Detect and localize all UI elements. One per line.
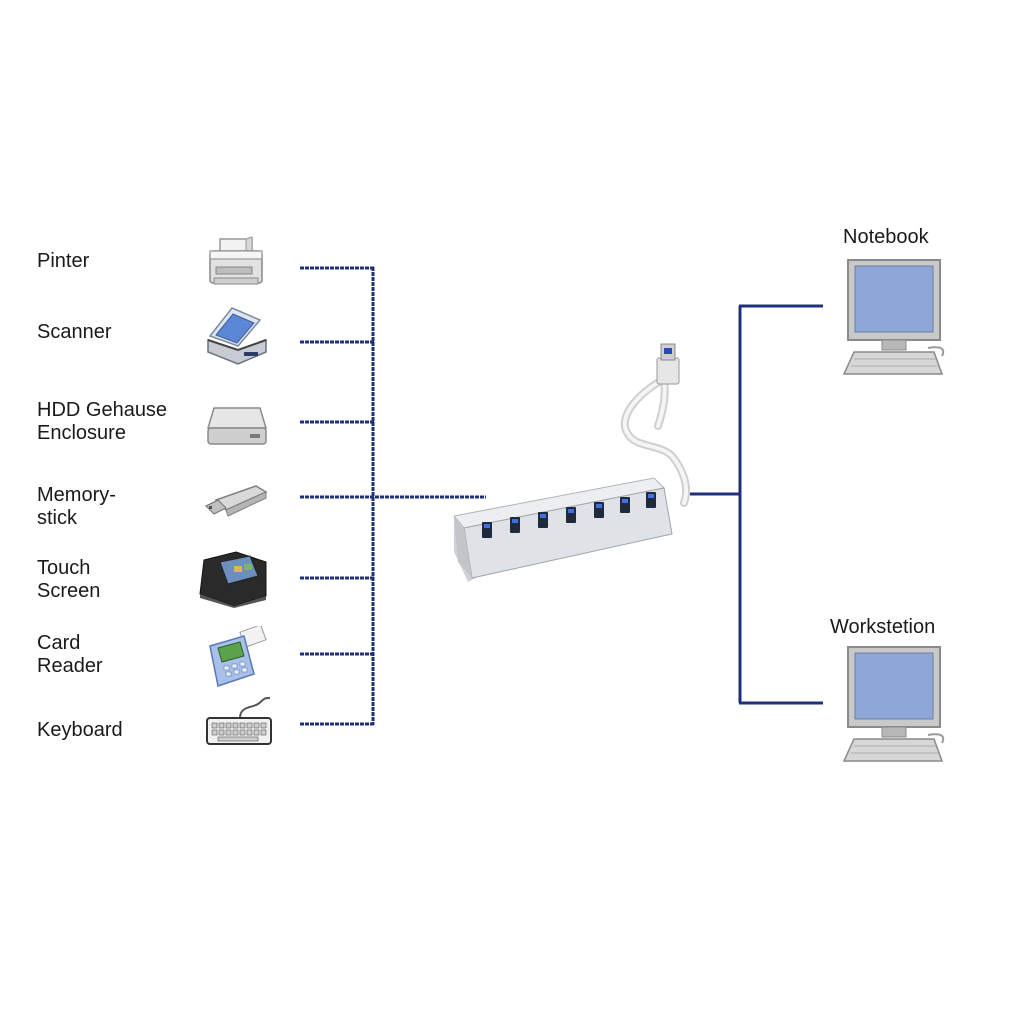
card-reader-icon: [209, 626, 267, 687]
device-label-card-reader: Card Reader: [37, 632, 103, 677]
device-label-printer: Pinter: [37, 250, 90, 272]
hdd-enclosure-icon: [206, 407, 268, 445]
device-label-memory-stick: Memory- stick: [37, 484, 116, 529]
computer-icon: [842, 646, 945, 762]
keyboard-icon: [206, 697, 272, 745]
device-label-touch-screen: Touch Screen: [37, 557, 101, 602]
computer-icon: [842, 259, 945, 375]
device-label-keyboard: Keyboard: [37, 719, 123, 741]
device-label-scanner: Scanner: [37, 321, 112, 343]
printer-icon: [209, 236, 263, 285]
computer-label-notebook: Notebook: [843, 226, 929, 248]
usb-stick-icon: [205, 485, 268, 517]
usb-hub-icon: [453, 343, 690, 582]
computer-label-workstation: Workstetion: [830, 616, 936, 638]
device-label-hdd-enclosure: HDD Gehause Enclosure: [37, 399, 168, 444]
touch-screen-terminal-icon: [199, 551, 267, 608]
scanner-icon: [207, 307, 267, 365]
